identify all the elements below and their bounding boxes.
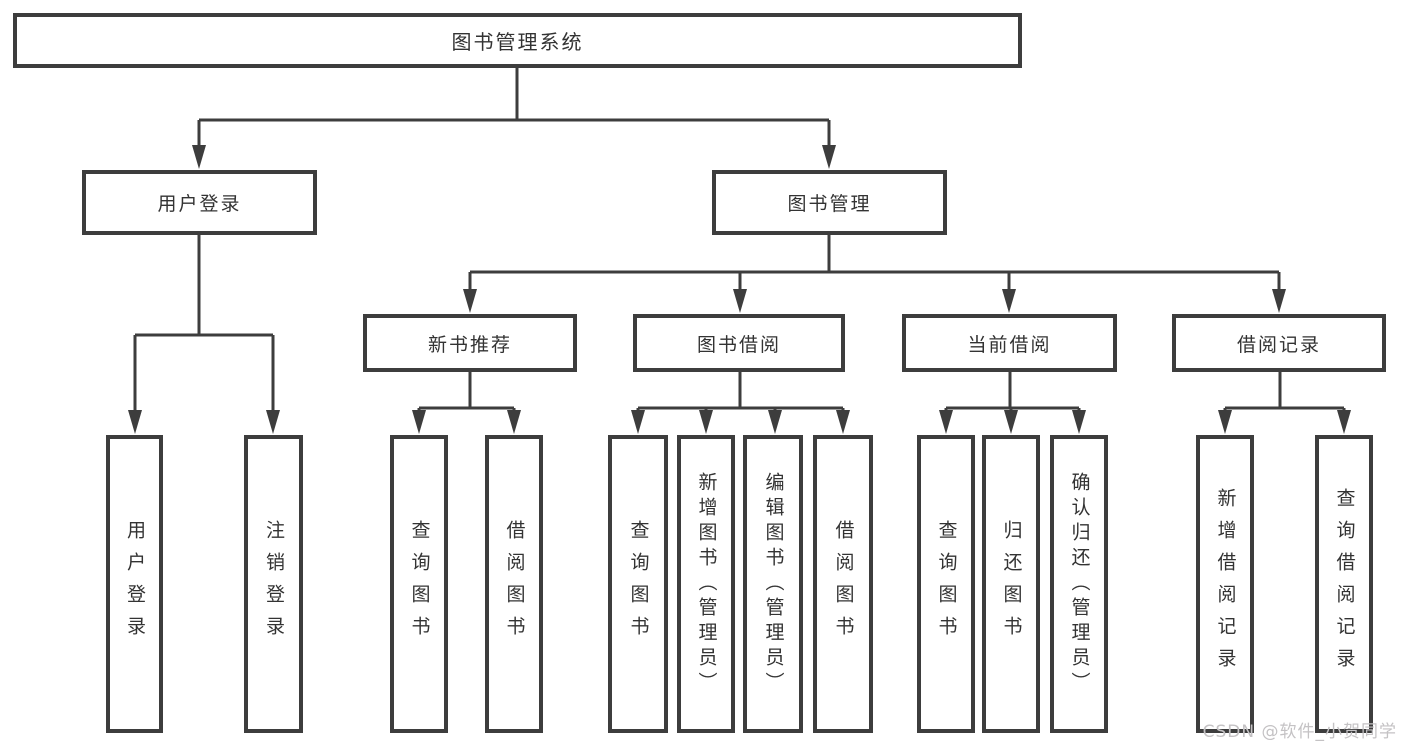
leaf-query-borrow-record-label: 查询借阅记录 [1333, 488, 1356, 680]
edge-book-borrow-children [636, 372, 845, 414]
node-current-borrow: 当前借阅 [902, 314, 1117, 372]
leaf-user-login: 用户登录 [106, 435, 163, 733]
arrowhead-leaf-query-book-2 [631, 410, 645, 434]
leaf-confirm-return-label: 确认归还（管理员） [1068, 471, 1091, 697]
leaf-borrow-book-1: 借阅图书 [485, 435, 543, 733]
leaf-query-book-3-label: 查询图书 [935, 520, 958, 648]
leaf-edit-book-label: 编辑图书（管理员） [762, 471, 785, 697]
arrowhead-leaf-confirm-return [1072, 410, 1086, 434]
node-new-book-rec: 新书推荐 [363, 314, 577, 372]
arrowhead-leaf-add-book [699, 410, 713, 434]
arrowhead-new-book-rec [463, 289, 477, 313]
node-current-borrow-label: 当前借阅 [967, 333, 1052, 356]
leaf-return-book-label: 归还图书 [1000, 520, 1023, 648]
leaf-return-book: 归还图书 [982, 435, 1040, 733]
leaf-borrow-book-2-label: 借阅图书 [832, 520, 855, 648]
leaf-query-book-3: 查询图书 [917, 435, 975, 733]
leaf-query-book-2-label: 查询图书 [627, 520, 650, 648]
arrowhead-book-mgmt [822, 145, 836, 169]
node-book-mgmt-label: 图书管理 [787, 193, 872, 215]
arrowhead-leaf-user-login [128, 410, 142, 434]
leaf-confirm-return: 确认归还（管理员） [1050, 435, 1108, 733]
edge-current-borrow-children [944, 372, 1081, 414]
edge-new-book-rec-children [417, 372, 516, 414]
leaf-borrow-book-2: 借阅图书 [813, 435, 873, 733]
arrowhead-leaf-logout [266, 410, 280, 434]
node-book-borrow: 图书借阅 [633, 314, 845, 372]
leaf-borrow-book-1-label: 借阅图书 [503, 520, 526, 648]
leaf-query-book-2: 查询图书 [608, 435, 668, 733]
arrowhead-borrow-records [1272, 289, 1286, 313]
arrowhead-leaf-query-book-1 [412, 410, 426, 434]
edge-borrow-records-children [1223, 372, 1346, 414]
leaf-add-book-label: 新增图书（管理员） [695, 471, 718, 697]
arrowhead-user-login [192, 145, 206, 169]
leaf-edit-book: 编辑图书（管理员） [743, 435, 803, 733]
edge-root-to-level2 [197, 68, 831, 150]
arrowhead-leaf-borrow-book-2 [836, 410, 850, 434]
node-book-mgmt: 图书管理 [712, 170, 947, 235]
leaf-query-borrow-record: 查询借阅记录 [1315, 435, 1373, 733]
leaf-add-book: 新增图书（管理员） [677, 435, 735, 733]
node-user-login: 用户登录 [82, 170, 317, 235]
leaf-logout-label: 注销登录 [263, 520, 285, 648]
leaf-query-book-1: 查询图书 [390, 435, 448, 733]
leaf-query-book-1-label: 查询图书 [408, 520, 431, 648]
arrowhead-leaf-query-book-3 [939, 410, 953, 434]
node-new-book-rec-label: 新书推荐 [427, 333, 512, 356]
edge-book-mgmt-children [468, 235, 1281, 293]
arrowhead-current-borrow [1002, 289, 1016, 313]
leaf-add-borrow-record-label: 新增借阅记录 [1214, 488, 1237, 680]
node-root: 图书管理系统 [13, 13, 1022, 68]
node-root-label: 图书管理系统 [451, 30, 584, 54]
arrowhead-leaf-borrow-book-1 [507, 410, 521, 434]
arrowhead-leaf-edit-book [768, 410, 782, 434]
arrowhead-leaf-add-borrow-record [1218, 410, 1232, 434]
arrowhead-book-borrow [733, 289, 747, 313]
node-borrow-records: 借阅记录 [1172, 314, 1386, 372]
arrowhead-leaf-query-borrow-record [1337, 410, 1351, 434]
node-book-borrow-label: 图书借阅 [696, 333, 781, 356]
leaf-add-borrow-record: 新增借阅记录 [1196, 435, 1254, 733]
node-borrow-records-label: 借阅记录 [1236, 333, 1321, 356]
leaf-user-login-label: 用户登录 [124, 520, 146, 648]
arrowhead-leaf-return-book [1004, 410, 1018, 434]
csdn-watermark: CSDN @软件_小贺同学 [1202, 722, 1397, 742]
leaf-logout: 注销登录 [244, 435, 303, 733]
edge-user-login-children [133, 235, 275, 414]
node-user-login-label: 用户登录 [157, 193, 242, 215]
